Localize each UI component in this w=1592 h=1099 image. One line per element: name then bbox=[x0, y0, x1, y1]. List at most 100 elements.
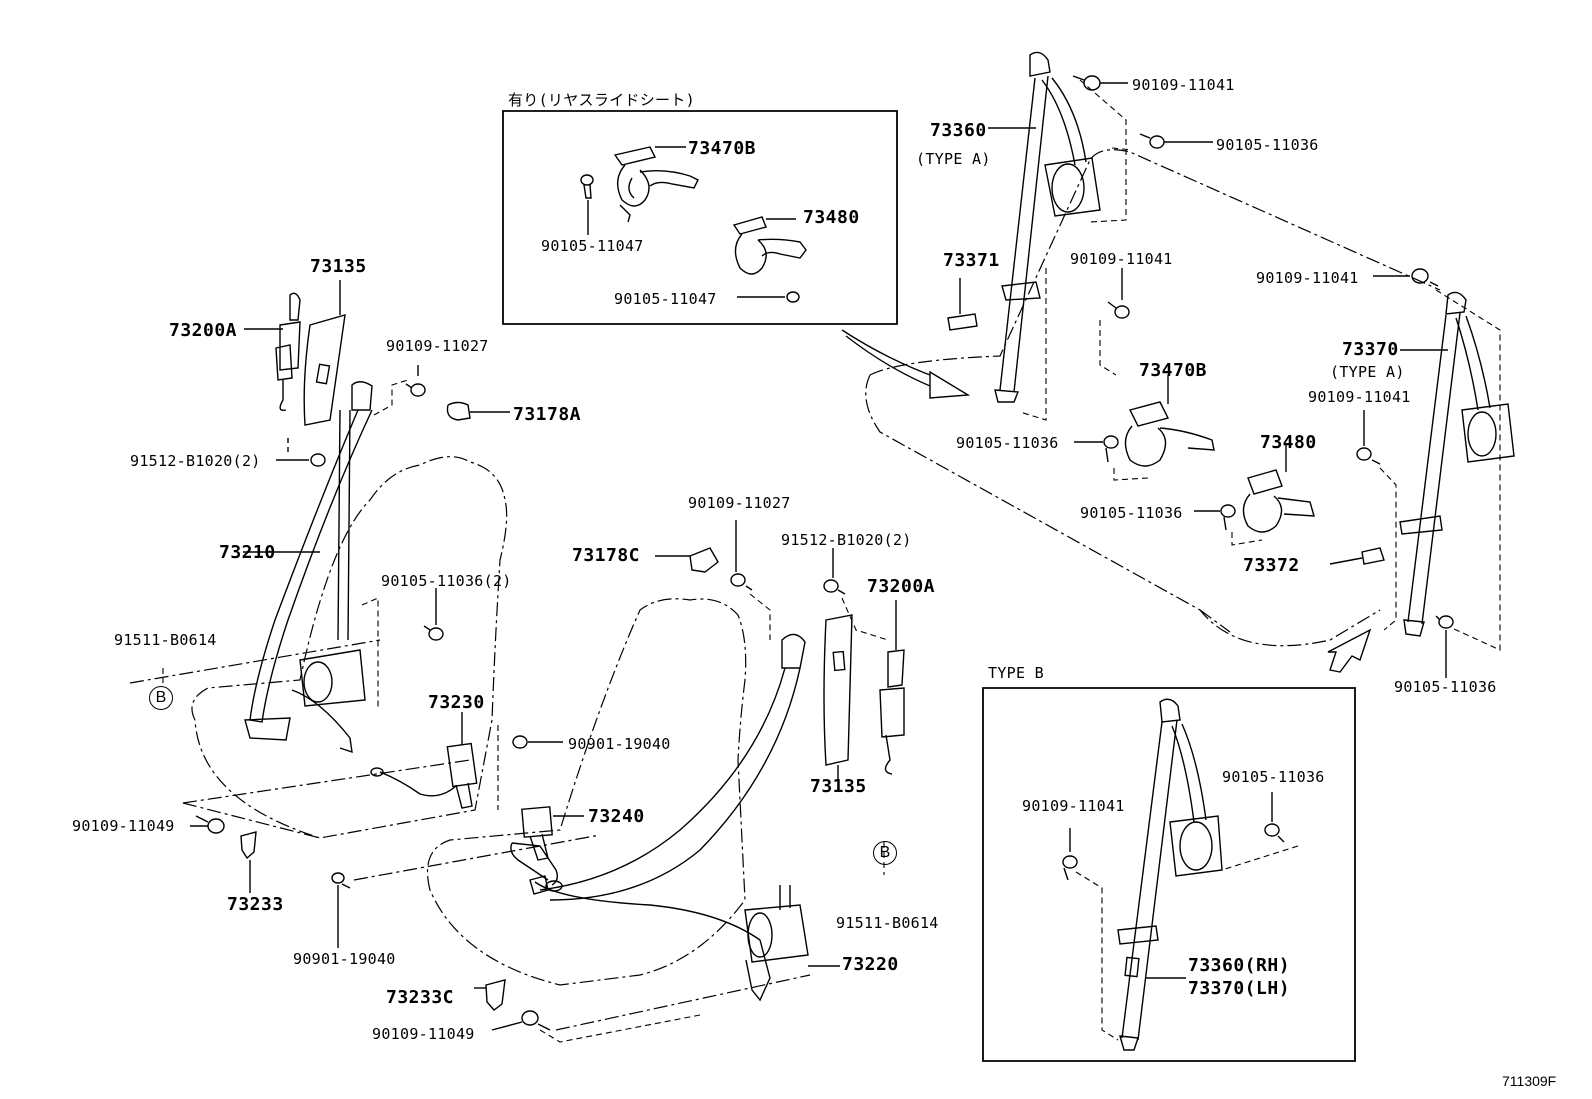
part-73233-label: 73233 bbox=[227, 894, 284, 915]
part-73135-right-label: 73135 bbox=[810, 776, 867, 797]
bolt-90109-11041-a-label: 90109-11041 bbox=[1132, 76, 1235, 94]
cover-73233 bbox=[241, 832, 256, 893]
cover-73233c bbox=[474, 980, 505, 1010]
part-73360-label: 73360 bbox=[930, 120, 987, 141]
bolt-90105-11036-b-label: 90105-11036 bbox=[956, 434, 1059, 452]
buckle-73470b-inset bbox=[615, 147, 698, 222]
arrow-from-type-b bbox=[1328, 630, 1370, 672]
bolt-90109-11041-b-label: 90109-11041 bbox=[1070, 250, 1173, 268]
type-b-title: TYPE B bbox=[988, 664, 1044, 682]
adjuster-73200a-right bbox=[880, 600, 904, 774]
bolt-90109-11049-left-label: 90109-11049 bbox=[72, 817, 175, 835]
bolt-90109-11041-type-b-label: 90109-11041 bbox=[1022, 797, 1125, 815]
bolt-90105-11047-a bbox=[581, 175, 593, 235]
diagram-id: 711309F bbox=[1502, 1073, 1557, 1089]
bolt-91512-b1020-right bbox=[824, 548, 845, 594]
type-a-label-1: (TYPE A) bbox=[916, 150, 991, 168]
part-73200a-right-label: 73200A bbox=[867, 576, 936, 597]
left-dashed-leads bbox=[163, 380, 498, 810]
bolt-90105-11036-a bbox=[1140, 134, 1213, 148]
belt-73210 bbox=[243, 382, 372, 752]
bolt-91512-b1020-left bbox=[276, 438, 325, 466]
part-73360-rh-label: 73360(RH) bbox=[1188, 955, 1291, 976]
part-73210-label: 73210 bbox=[219, 542, 276, 563]
bolt-90105-11036-c bbox=[1194, 505, 1235, 530]
bolt-90901-19040-left-label: 90901-19040 bbox=[568, 735, 671, 753]
bolt-90105-11036-d-label: 90105-11036 bbox=[1394, 678, 1497, 696]
arrow-to-rear-seat bbox=[842, 330, 968, 398]
bolt-90109-11041-d-label: 90109-11041 bbox=[1308, 388, 1411, 406]
part-73371-label: 73371 bbox=[943, 250, 1000, 271]
pad-73371 bbox=[948, 278, 977, 330]
bolt-90109-11049-right-label: 90109-11049 bbox=[372, 1025, 475, 1043]
bolt-90105-11036-b bbox=[1074, 436, 1118, 462]
bolt-91512-b1020-right-label: 91512-B1020(2) bbox=[781, 531, 912, 549]
bolt-90109-11041-a bbox=[1073, 76, 1128, 90]
part-73370-label: 73370 bbox=[1342, 339, 1399, 360]
buckle-73470b-rear bbox=[1125, 375, 1214, 466]
right-seat-outline bbox=[354, 599, 810, 1030]
bolt-90109-11027-left bbox=[406, 365, 425, 396]
bolt-90105-11036-left bbox=[424, 588, 443, 640]
bolt-90105-11036-type-b bbox=[1265, 792, 1284, 842]
belt-73360 bbox=[988, 52, 1100, 402]
part-73480-rear-label: 73480 bbox=[1260, 432, 1317, 453]
trim-73135-right bbox=[824, 615, 852, 780]
trim-73135-left bbox=[304, 280, 345, 425]
part-73220-label: 73220 bbox=[842, 954, 899, 975]
bolt-90109-11041-c-label: 90109-11041 bbox=[1256, 269, 1359, 287]
part-73178a-label: 73178A bbox=[513, 404, 582, 425]
buckle-73240 bbox=[511, 807, 584, 891]
guide-73178c bbox=[655, 548, 718, 572]
part-73200a-left-label: 73200A bbox=[169, 320, 238, 341]
part-73230-label: 73230 bbox=[428, 692, 485, 713]
bolt-90109-11027-right bbox=[731, 520, 752, 590]
part-73135-left-label: 73135 bbox=[310, 256, 367, 277]
belt-type-b bbox=[1118, 699, 1222, 1050]
bolt-91511-b0614-left-label: 91511-B0614 bbox=[114, 631, 217, 649]
rear-slide-seat-inset-box bbox=[503, 111, 897, 324]
buckle-73230 bbox=[371, 712, 477, 808]
type-a-label-2: (TYPE A) bbox=[1330, 363, 1405, 381]
marker-b-right: B bbox=[873, 841, 897, 865]
marker-b-left: B bbox=[149, 686, 173, 710]
bolt-90105-11036-d bbox=[1436, 616, 1453, 678]
bolt-91511-b0614-right-label: 91511-B0614 bbox=[836, 914, 939, 932]
bolt-90109-11041-b bbox=[1108, 268, 1129, 318]
part-73233c-label: 73233C bbox=[386, 987, 455, 1008]
bolt-90105-11047-b bbox=[737, 292, 799, 302]
rear-seat-outline bbox=[866, 150, 1440, 646]
bolt-90109-11041-c bbox=[1373, 269, 1438, 286]
type-b-inset-box bbox=[983, 688, 1355, 1061]
bolt-90105-11036-type-b-label: 90105-11036 bbox=[1222, 768, 1325, 786]
part-73470b-inset-label: 73470B bbox=[688, 138, 757, 159]
buckle-73480-inset bbox=[734, 217, 806, 274]
bolt-90109-11049-right bbox=[492, 1011, 550, 1030]
bolt-90109-11041-type-b bbox=[1063, 828, 1077, 880]
bolt-90109-11027-right-label: 90109-11027 bbox=[688, 494, 791, 512]
type-b-dashed-leads bbox=[1076, 846, 1298, 1040]
bolt-90109-11041-d bbox=[1357, 410, 1380, 464]
buckle-73480-rear bbox=[1243, 444, 1314, 532]
bolt-90105-11036-a-label: 90105-11036 bbox=[1216, 136, 1319, 154]
left-seat-outline bbox=[130, 457, 507, 838]
part-73178c-label: 73178C bbox=[572, 545, 641, 566]
part-73480-inset-label: 73480 bbox=[803, 207, 860, 228]
bolt-91512-b1020-left-label: 91512-B1020(2) bbox=[130, 452, 261, 470]
bolt-90105-11036-c-label: 90105-11036 bbox=[1080, 504, 1183, 522]
bolt-90105-11047-a-label: 90105-11047 bbox=[541, 237, 644, 255]
bolt-90901-19040-right-label: 90901-19040 bbox=[293, 950, 396, 968]
bolt-90109-11049-left bbox=[190, 816, 224, 833]
part-73240-label: 73240 bbox=[588, 806, 645, 827]
guide-73178a bbox=[447, 403, 510, 421]
part-73470b-rear-label: 73470B bbox=[1139, 360, 1208, 381]
bolt-90105-11047-b-label: 90105-11047 bbox=[614, 290, 717, 308]
rear-dashed-leads bbox=[1020, 80, 1500, 650]
part-73370-lh-label: 73370(LH) bbox=[1188, 978, 1291, 999]
bolt-90901-19040-left bbox=[513, 736, 563, 748]
bolt-90105-11036-2-label: 90105-11036(2) bbox=[381, 572, 512, 590]
pad-73372 bbox=[1330, 548, 1384, 564]
part-73372-label: 73372 bbox=[1243, 555, 1300, 576]
belt-73370 bbox=[1400, 292, 1514, 636]
